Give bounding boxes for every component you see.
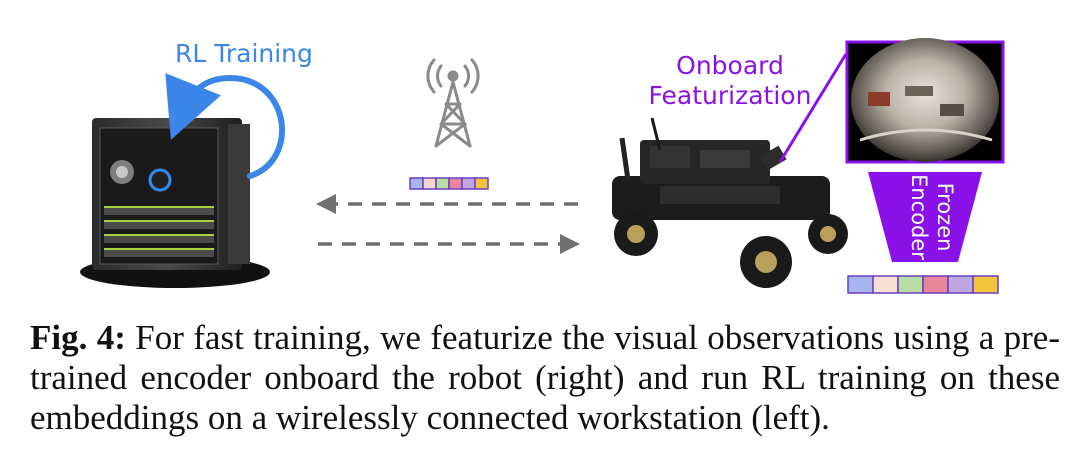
embedding-cell [422,177,437,190]
onboard-label-line2: Featurization [649,81,812,110]
embedding-strip-small [409,177,489,190]
caption-label: Fig. 4: [30,318,126,357]
embedding-cell [972,275,999,294]
onboard-label-line1: Onboard [676,51,784,80]
featurization-connector-line [778,53,848,163]
embedding-cell [872,275,899,294]
embedding-cell [409,177,424,190]
rl-training-label: RL Training [175,39,313,68]
embedding-cell [847,275,874,294]
frozen-encoder-block [868,172,982,262]
embedding-cell [461,177,476,190]
camera-view-image [845,38,1005,164]
embedding-cell [922,275,949,294]
encoder-label-line1: Frozen [933,183,957,252]
embedding-cell [435,177,450,190]
embedding-cell [947,275,974,294]
figure-diagram: RL Training [80,38,1005,294]
antenna-tower-icon [426,58,480,148]
uplink-arrow-left [316,194,578,214]
embedding-cell [474,177,489,190]
embedding-cell [897,275,924,294]
workstation-image [80,118,270,288]
robot-car-image [612,117,848,288]
downlink-arrow-right [318,234,580,254]
rl-training-loop-arrow [165,72,286,179]
encoder-label-line2: Encoder [907,174,931,260]
embedding-strip-large [847,275,999,294]
figure-caption: Fig. 4: For fast training, we featurize … [30,318,1060,438]
caption-text: For fast training, we featurize the visu… [30,318,1060,437]
embedding-cell [448,177,463,190]
